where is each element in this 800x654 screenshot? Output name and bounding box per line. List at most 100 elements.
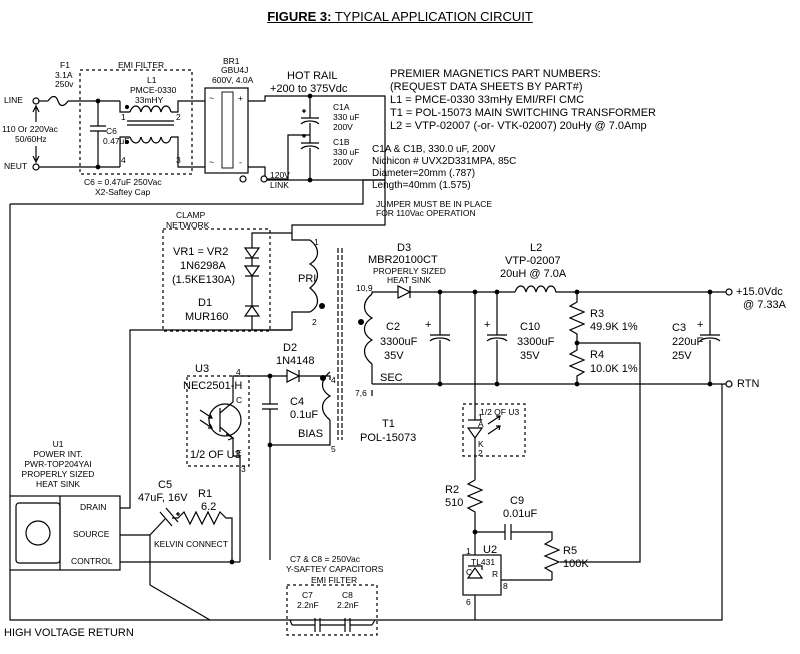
- clamp-parts: [243, 232, 292, 331]
- c10-value: 3300uF: [517, 336, 555, 348]
- c3-ref: C3: [672, 322, 687, 334]
- clamp-vr-alt: (1.5KE130A): [172, 274, 235, 286]
- c6-note2: X2-Saftey Cap: [95, 187, 151, 197]
- hv-return-label: HIGH VOLTAGE RETURN: [4, 627, 134, 639]
- output-voltage: +15.0Vdc: [736, 286, 783, 298]
- u1-line3: PROPERLY SIZED: [21, 469, 95, 479]
- u2-pin1: 1: [466, 546, 471, 556]
- t1-pin1: 1: [314, 237, 319, 247]
- cap-note-1: C1A & C1B, 330.0 uF, 200V: [372, 144, 496, 155]
- ycap-box: [286, 584, 378, 636]
- c2-value: 3300uF: [380, 336, 418, 348]
- u2-pin8: 8: [503, 581, 508, 591]
- clamp-vr-eq: VR1 = VR2: [173, 246, 229, 258]
- neut-label: NEUT: [4, 161, 28, 171]
- c1a-ref: C1A: [333, 102, 350, 112]
- c10-ref: C10: [520, 321, 541, 333]
- u3-pin2: 2: [478, 448, 483, 458]
- t1-ref: T1: [382, 418, 395, 430]
- c10-plus: +: [484, 319, 491, 331]
- parts-note-2: (REQUEST DATA SHEETS BY PART#): [390, 81, 583, 93]
- c1a-voltage: 200V: [333, 122, 353, 132]
- r1-ref: R1: [198, 488, 213, 500]
- t1-pin5: 5: [331, 444, 336, 454]
- hot-rail-wire: [248, 95, 386, 233]
- source-to-return: [149, 584, 211, 621]
- c3-value: 220uF: [672, 336, 704, 348]
- t1-pin4: 4: [331, 375, 336, 385]
- c6-ref: C6: [106, 126, 117, 136]
- ycaps-note2: Y-SAFTEY CAPACITORS: [286, 564, 384, 574]
- fuse-rating2: 250v: [55, 79, 74, 89]
- c2-plus: +: [425, 319, 432, 331]
- u3-led-box: [462, 403, 526, 457]
- u3-pin-e: E: [236, 448, 242, 458]
- input-voltage2: 50/60Hz: [15, 134, 47, 144]
- u2-tl431: [462, 554, 502, 596]
- r5-value: 100K: [563, 558, 589, 570]
- c7-ref: C7: [302, 590, 313, 600]
- hv-return-wire: [9, 204, 723, 621]
- t1-sec: SEC: [380, 372, 403, 384]
- c1b-value: 330 uF: [333, 147, 360, 157]
- br1-ref: BR1: [223, 56, 240, 66]
- br1-part: GBU4J: [221, 65, 249, 75]
- u1-topswitch: [9, 495, 121, 571]
- r3-value: 49.9K 1%: [590, 321, 638, 333]
- c8-ref: C8: [342, 590, 353, 600]
- c4-value: 0.1uF: [290, 409, 319, 421]
- u3-led: [466, 289, 501, 480]
- u1-line4: HEAT SINK: [35, 479, 81, 489]
- c10-voltage: 35V: [520, 350, 540, 362]
- c10-capacitor: [486, 289, 508, 387]
- clamp-network-box: [162, 228, 271, 332]
- u2-ref: U2: [483, 544, 498, 556]
- fuse-f1: [39, 95, 120, 107]
- u2-pin6: 6: [466, 597, 471, 607]
- fuse-ref: F1: [60, 60, 70, 70]
- br1-rating: 600V, 4.0A: [212, 75, 254, 85]
- hv-return-link: [10, 179, 385, 205]
- c9-ref: C9: [510, 495, 525, 507]
- u2-part: TL431: [471, 557, 496, 567]
- u3-transistor: [199, 375, 270, 560]
- cap-note-2: Nichicon # UVX2D331MPA, 85C: [372, 156, 517, 167]
- bridge-inner: [221, 91, 234, 169]
- bridge-br1: [204, 87, 249, 174]
- d3-ref: D3: [397, 242, 412, 254]
- link-label2: LINK: [270, 180, 289, 190]
- br1-minus: -: [239, 157, 242, 167]
- l1-pin3: 3: [176, 155, 181, 165]
- clamp-title1: CLAMP: [176, 210, 206, 220]
- r2-ref: R2: [445, 484, 460, 496]
- d1-ref: D1: [198, 297, 213, 309]
- c8-value: 2.2nF: [337, 600, 359, 610]
- u3-pin1: 1: [478, 412, 483, 422]
- rtn-terminal: [725, 380, 733, 388]
- u1-line1: POWER INT.: [33, 449, 83, 459]
- c9-value: 0.01uF: [503, 508, 538, 520]
- kelvin-connect: KELVIN CONNECT: [154, 539, 228, 549]
- c2-ref: C2: [386, 321, 401, 333]
- output-rtn: RTN: [737, 378, 760, 390]
- d2-part: 1N4148: [276, 355, 315, 367]
- c3-voltage: 25V: [672, 350, 692, 362]
- c5-value: 47uF, 16V: [138, 492, 188, 504]
- c5-ref: C5: [158, 479, 173, 491]
- jumper-note-2: FOR 110Vac OPERATION: [376, 208, 476, 218]
- d3-note2: HEAT SINK: [387, 275, 432, 285]
- t1-pin76: 7,6: [355, 388, 367, 398]
- jumper-note-1: JUMPER MUST BE IN PLACE: [376, 199, 493, 209]
- clamp-title2: NETWORK: [166, 220, 210, 230]
- ycaps-title: EMI FILTER: [311, 575, 358, 585]
- u3-pin-a: A: [478, 419, 484, 429]
- c3-plus: +: [697, 319, 704, 331]
- d2-ref: D2: [283, 342, 298, 354]
- l1-pin1: 1: [121, 112, 126, 122]
- r4-value: 10.0K 1%: [590, 363, 638, 375]
- l1-ref: L1: [147, 75, 157, 85]
- c6-capacitor: [90, 98, 106, 170]
- c7-c8-ycaps: [289, 618, 376, 632]
- cap-note-4: Length=40mm (1.575): [372, 180, 471, 191]
